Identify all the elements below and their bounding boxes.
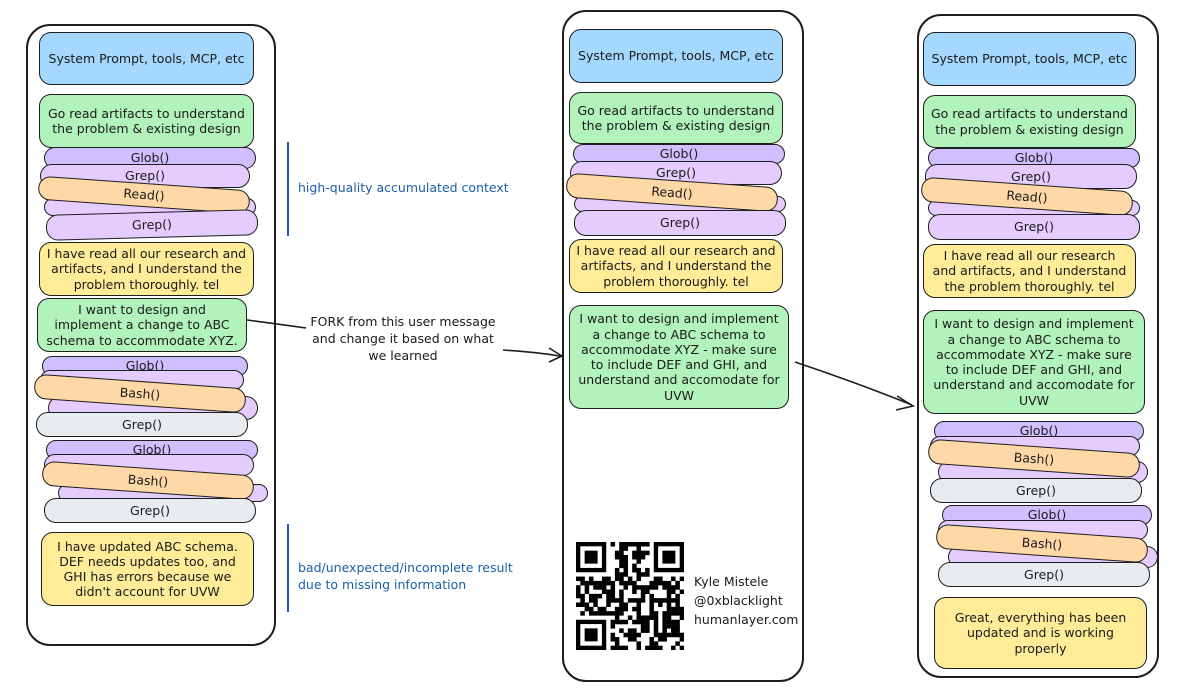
tool-label: Grep()	[656, 165, 696, 181]
tool-label: Grep()	[660, 215, 700, 231]
fork-label-line: we learned	[368, 347, 438, 363]
assistant-result-bad-text: I have updated ABC schema. DEF needs upd…	[57, 538, 238, 600]
tool-label: Grep()	[122, 416, 162, 432]
tool-call-grep: Grep()	[930, 478, 1142, 503]
tool-call-grep: Grep()	[928, 214, 1140, 240]
assistant-understood-text: I have read all our research and artifac…	[932, 248, 1127, 294]
tool-call-grep: Grep()	[938, 562, 1150, 587]
tool-label: Glob()	[1019, 423, 1059, 439]
assistant-understood-text: I have read all our research and artifac…	[576, 243, 776, 289]
fork-arrowhead	[548, 347, 564, 363]
read-artifacts-card: Go read artifacts to understand the prob…	[923, 95, 1136, 148]
bad-result-note: bad/unexpected/incomplete result due to …	[298, 560, 513, 594]
system-prompt-card: System Prompt, tools, MCP, etc	[39, 32, 254, 85]
tool-call-grep: Grep()	[36, 412, 248, 437]
assistant-result-good-card: Great, everything has been updated and i…	[934, 597, 1147, 669]
tool-label: Glob()	[130, 150, 170, 166]
assistant-understood-text: I have read all our research and artifac…	[46, 246, 247, 292]
bad-result-note-line: bad/unexpected/incomplete result	[298, 560, 513, 575]
tool-call-grep: Grep()	[44, 498, 256, 523]
system-prompt-card: System Prompt, tools, MCP, etc	[923, 32, 1136, 86]
author-name: Kyle Mistele	[694, 574, 769, 589]
system-prompt-card: System Prompt, tools, MCP, etc	[569, 29, 783, 83]
read-artifacts-text: Go read artifacts to understand the prob…	[931, 106, 1128, 137]
read-artifacts-card: Go read artifacts to understand the prob…	[569, 92, 783, 144]
user-request-forked-card: I want to design and implement a change …	[569, 305, 789, 409]
user-request-forked-card: I want to design and implement a change …	[923, 310, 1145, 414]
user-request-text: I want to design and implement a change …	[46, 302, 238, 348]
continue-arrow	[794, 361, 913, 406]
fork-label-line: FORK from this user message	[310, 314, 496, 329]
tool-label: Glob()	[125, 358, 165, 374]
fork-label: FORK from this user message and change i…	[298, 314, 508, 365]
tool-label: Glob()	[1027, 507, 1067, 523]
tool-label: Glob()	[1014, 150, 1054, 166]
tool-label: Glob()	[659, 146, 699, 162]
read-artifacts-text: Go read artifacts to understand the prob…	[577, 102, 775, 133]
author-signature: Kyle Mistele @0xblacklight humanlayer.co…	[694, 573, 799, 629]
user-request-forked-text: I want to design and implement a change …	[578, 311, 780, 403]
fork-source-line	[246, 319, 307, 329]
continue-arrowhead	[895, 395, 916, 411]
system-prompt-label: System Prompt, tools, MCP, etc	[578, 48, 774, 64]
context-note-text: high-quality accumulated context	[298, 180, 509, 195]
tool-label: Grep()	[1024, 566, 1064, 582]
tool-label: Grep()	[1016, 482, 1056, 498]
system-prompt-label: System Prompt, tools, MCP, etc	[931, 51, 1128, 67]
read-artifacts-card: Go read artifacts to understand the prob…	[39, 94, 254, 148]
fork-arrow	[502, 349, 561, 357]
tool-label: Glob()	[132, 442, 172, 458]
fork-label-line: and change it based on what	[312, 330, 494, 346]
author-handle: @0xblacklight	[694, 592, 783, 608]
assistant-result-good-text: Great, everything has been updated and i…	[954, 610, 1127, 656]
assistant-understood-card: I have read all our research and artifac…	[569, 239, 783, 293]
tool-label: Grep()	[1011, 168, 1051, 184]
author-site: humanlayer.com	[694, 611, 799, 627]
tool-label: Grep()	[125, 168, 165, 184]
system-prompt-label: System Prompt, tools, MCP, etc	[48, 50, 245, 66]
tool-label: Grep()	[130, 502, 170, 518]
read-artifacts-text: Go read artifacts to understand the prob…	[48, 105, 245, 136]
tool-call-grep: Grep()	[574, 210, 786, 236]
assistant-result-bad-card: I have updated ABC schema. DEF needs upd…	[41, 532, 254, 606]
assistant-understood-card: I have read all our research and artifac…	[923, 244, 1136, 298]
user-request-forked-text: I want to design and implement a change …	[933, 316, 1135, 408]
tool-label: Grep()	[1014, 219, 1054, 235]
context-note: high-quality accumulated context	[298, 180, 509, 197]
bad-result-note-line: due to missing information	[298, 576, 467, 592]
qr-code	[576, 542, 684, 650]
user-request-card: I want to design and implement a change …	[37, 298, 247, 352]
assistant-understood-card: I have read all our research and artifac…	[39, 242, 254, 296]
